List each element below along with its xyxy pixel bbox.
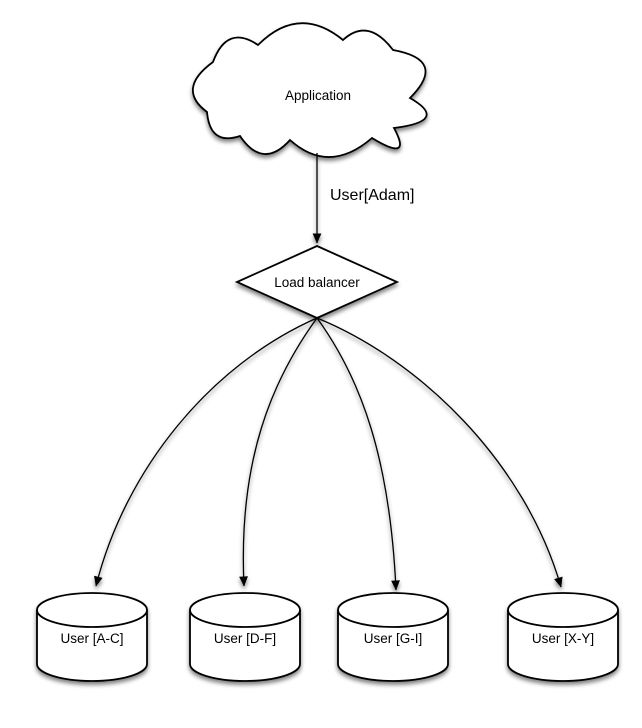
cylinder-top [36,592,148,628]
application-cloud-shape [191,22,428,158]
node-shard-df [189,592,301,682]
node-shard-xy [507,592,619,682]
shard-ac-label: User [A-C] [60,631,123,646]
node-shard-ac [36,592,148,682]
node-shard-gi [337,592,449,682]
application-label: Application [285,88,351,103]
shard-gi-label: User [G-I] [364,631,423,646]
edge-label-user-adam: User[Adam] [330,187,414,204]
edge-load-balancer-to-shard-xy [316,317,563,588]
cylinder-body [337,610,449,682]
cylinder-body [36,610,148,682]
cylinder-top [189,592,301,628]
cylinder-top [507,592,619,628]
edge-load-balancer-to-shard-df [239,317,318,587]
edge-load-balancer-to-shard-gi [316,317,400,591]
cylinder-body [189,610,301,682]
shard-df-label: User [D-F] [214,631,276,646]
cylinder-body [507,610,619,682]
shard-xy-label: User [X-Y] [532,631,594,646]
load-balancer-label: Load balancer [274,275,360,290]
cylinder-top [337,592,449,628]
edge-load-balancer-to-shard-ac [94,317,318,587]
